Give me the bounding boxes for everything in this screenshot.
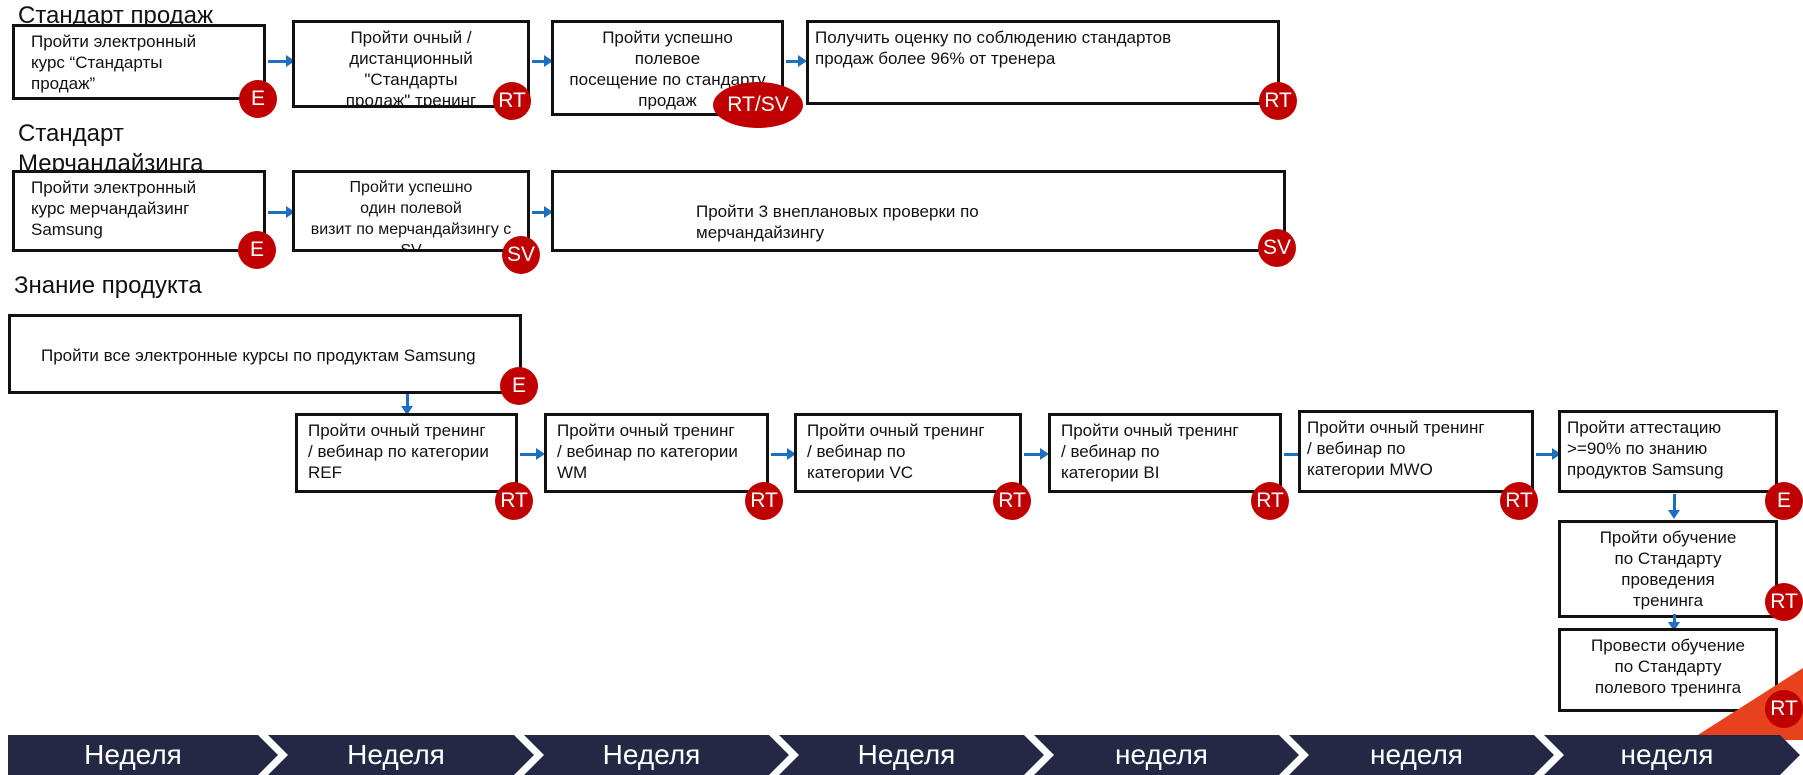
arrow — [532, 206, 553, 218]
arrow — [401, 394, 413, 415]
step-training-bi: Пройти очный тренинг / вебинар по катего… — [1048, 413, 1282, 493]
step-training-standard-text: Пройти обучение по Стандарту проведения … — [1599, 528, 1737, 610]
step-certification: Пройти аттестацию >=90% по знанию продук… — [1558, 410, 1778, 493]
badge-e: E — [239, 80, 277, 118]
week-label: неделя — [1115, 739, 1208, 770]
step-training-standard: Пройти обучение по Стандарту проведения … — [1558, 520, 1778, 618]
step-product-ecourses: Пройти все электронные курсы по продукта… — [8, 314, 522, 394]
week-label: Неделя — [602, 739, 701, 770]
week-label: Неделя — [857, 739, 956, 770]
badge-rt-sv: RT/SV — [713, 82, 803, 128]
week-chevron — [1544, 735, 1800, 775]
step-training-mwo-text: Пройти очный тренинг / вебинар по катего… — [1307, 418, 1485, 479]
badge-rt: RT — [993, 482, 1031, 520]
badge-sv: SV — [502, 236, 540, 274]
step-training-vc: Пройти очный тренинг / вебинар по катего… — [794, 413, 1022, 493]
arrow — [532, 55, 553, 67]
badge-rt: RT — [495, 482, 533, 520]
step-training-wm: Пройти очный тренинг / вебинар по катего… — [544, 413, 769, 493]
badge-e: E — [238, 231, 276, 269]
badge-rt: RT — [745, 482, 783, 520]
week-chevron — [268, 735, 534, 775]
badge-rt: RT — [1500, 482, 1538, 520]
step-merch-field-visit-text: Пройти успешно один полевой визит по мер… — [310, 179, 512, 252]
badge-rt: RT — [493, 82, 531, 120]
week-chevron — [524, 735, 789, 775]
badge-sv: SV — [1258, 229, 1296, 267]
section-title-product: Знание продукта — [14, 272, 202, 299]
step-merch-field-visit: Пройти успешно один полевой визит по мер… — [292, 170, 530, 252]
badge-e: E — [1765, 482, 1803, 520]
step-training-ref-text: Пройти очный тренинг / вебинар по катего… — [308, 421, 489, 482]
step-merch-ecourse-text: Пройти электронный курс мерчандайзинг Sa… — [31, 178, 197, 239]
week-chevron — [1034, 735, 1299, 775]
step-merch-inspections: Пройти 3 внеплановых проверки по мерчанд… — [551, 170, 1286, 252]
step-sales-ecourse-text: Пройти электронный курс “Стандарты прода… — [31, 32, 197, 93]
arrow — [1024, 448, 1049, 460]
arrow — [1536, 448, 1561, 460]
arrow — [786, 55, 807, 67]
arrow — [520, 448, 545, 460]
step-training-vc-text: Пройти очный тренинг / вебинар по катего… — [807, 421, 985, 482]
week-label: Неделя — [347, 739, 445, 770]
week-label: Неделя — [84, 739, 182, 770]
step-sales-training: Пройти очный / дистанционный "Стандарты … — [292, 20, 530, 108]
week-chevron — [1289, 735, 1554, 775]
step-product-ecourses-text: Пройти все электронные курсы по продукта… — [41, 346, 476, 365]
badge-rt: RT — [1765, 690, 1803, 728]
step-sales-assessment: Получить оценку по соблюдению стандартов… — [806, 20, 1280, 105]
step-sales-assessment-text: Получить оценку по соблюдению стандартов… — [815, 28, 1172, 68]
step-training-mwo: Пройти очный тренинг / вебинар по катего… — [1298, 410, 1534, 493]
arrow — [268, 55, 295, 67]
badge-rt: RT — [1251, 482, 1289, 520]
arrow — [1668, 614, 1680, 631]
step-merch-ecourse: Пройти электронный курс мерчандайзинг Sa… — [12, 170, 266, 252]
week-label: неделя — [1370, 739, 1463, 770]
step-merch-inspections-text: Пройти 3 внеплановых проверки по мерчанд… — [696, 202, 979, 242]
arrow — [1668, 494, 1680, 519]
badge-e: E — [500, 367, 538, 405]
week-timeline — [8, 735, 1800, 775]
step-sales-ecourse: Пройти электронный курс “Стандарты прода… — [12, 24, 266, 100]
step-training-bi-text: Пройти очный тренинг / вебинар по катего… — [1061, 421, 1239, 482]
step-sales-training-text: Пройти очный / дистанционный "Стандарты … — [345, 28, 477, 108]
step-training-ref: Пройти очный тренинг / вебинар по катего… — [295, 413, 518, 493]
badge-rt: RT — [1259, 82, 1297, 120]
week-chevron — [779, 735, 1044, 775]
week-label: неделя — [1620, 739, 1714, 770]
step-training-wm-text: Пройти очный тренинг / вебинар по катего… — [557, 421, 738, 482]
arrow — [268, 206, 295, 218]
step-certification-text: Пройти аттестацию >=90% по знанию продук… — [1567, 418, 1724, 479]
week-chevron — [8, 735, 278, 775]
badge-rt: RT — [1765, 583, 1803, 621]
arrow — [771, 448, 796, 460]
